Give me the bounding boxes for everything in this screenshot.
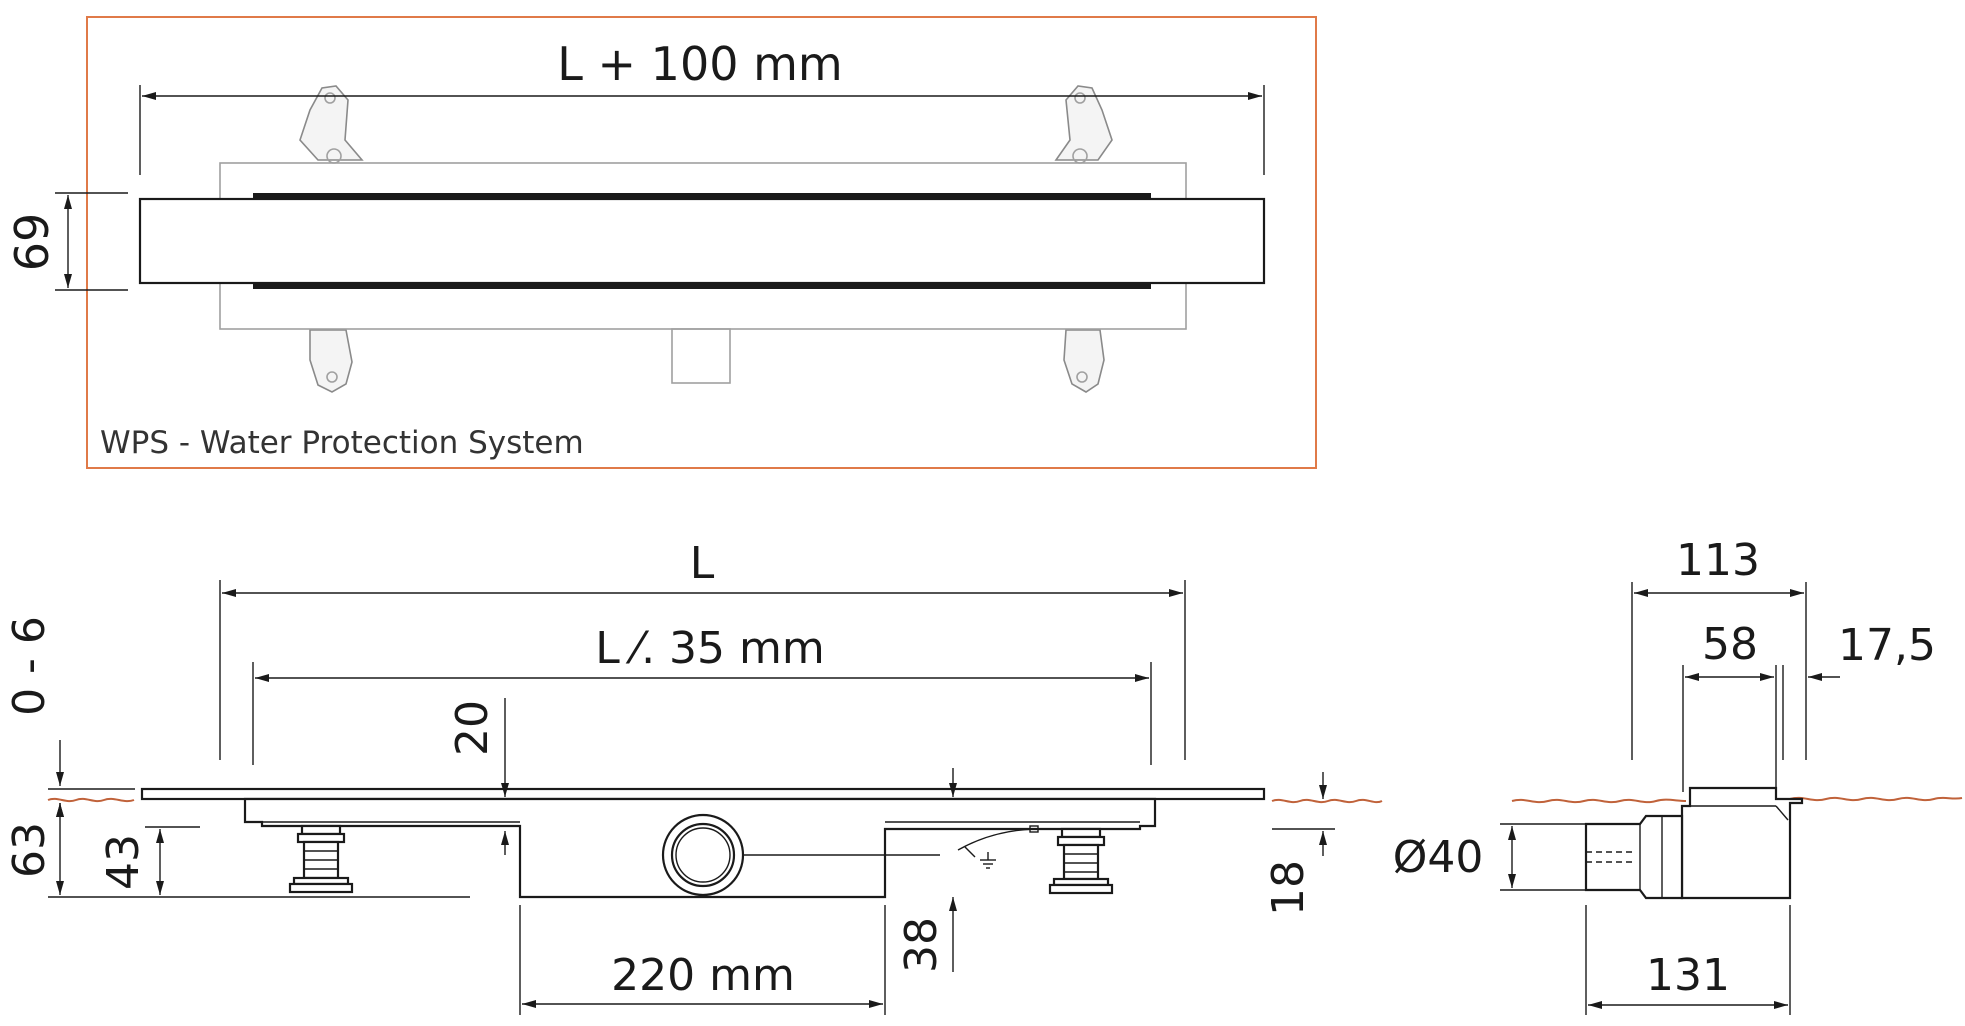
- adjustable-foot-left: [288, 824, 354, 894]
- dim-step: 20: [447, 700, 498, 756]
- mounting-bracket-bottom-left: [309, 329, 353, 393]
- dim-pipe-diameter: Ø40: [1393, 832, 1484, 883]
- dim-edge: 17,5: [1838, 620, 1936, 671]
- end-view-body: [1680, 786, 1804, 900]
- side-view: L L ⁄. 35 mm 0 - 6 63 43 20 38 220 mm: [4, 538, 1383, 1015]
- mounting-bracket-bottom-right: [1063, 329, 1105, 393]
- end-view: 113 58 17,5 Ø40 131: [1393, 535, 1963, 1015]
- dim-height-feet: 43: [98, 834, 149, 890]
- floor-line-right: [1271, 798, 1383, 804]
- dim-length-side: L: [690, 538, 715, 589]
- outlet-pipe-top: [671, 328, 731, 384]
- mounting-bracket-top-right: [1054, 85, 1113, 164]
- floor-line-end-left: [1511, 798, 1687, 804]
- dim-outlet-height: 38: [896, 917, 947, 973]
- dim-width-top: 69: [5, 213, 59, 272]
- dim-length-top: L + 100 mm: [557, 37, 842, 91]
- floor-line-left: [47, 797, 135, 803]
- adjustable-foot-right: [1048, 827, 1114, 895]
- floor-line-end-right: [1789, 796, 1963, 802]
- dim-outlet-width: 220 mm: [611, 950, 795, 1001]
- dim-adjust: 0 - 6: [4, 616, 55, 716]
- dim-inner-length: L ⁄. 35 mm: [595, 623, 825, 674]
- wps-caption: WPS - Water Protection System: [100, 425, 584, 461]
- cover-plate: [140, 787, 1266, 801]
- dim-width-bottom: 131: [1646, 950, 1730, 1001]
- channel-edge-top: [253, 193, 1151, 199]
- outlet-pipe-side: [661, 813, 940, 897]
- end-view-outlet-pipe: [1584, 814, 1684, 900]
- dim-height-total: 63: [4, 822, 55, 878]
- earthing-icon: [957, 825, 1039, 869]
- top-view: L + 100 mm 69 WPS - Water Protection Sys…: [5, 16, 1317, 469]
- dim-width-top-end: 113: [1676, 535, 1760, 586]
- drain-channel: [138, 197, 1266, 285]
- dim-tile: 18: [1263, 860, 1314, 916]
- mounting-bracket-top-left: [299, 85, 364, 164]
- top-view-frame: [86, 16, 1317, 469]
- channel-edge-bottom: [253, 283, 1151, 289]
- dim-width-inner: 58: [1702, 619, 1758, 670]
